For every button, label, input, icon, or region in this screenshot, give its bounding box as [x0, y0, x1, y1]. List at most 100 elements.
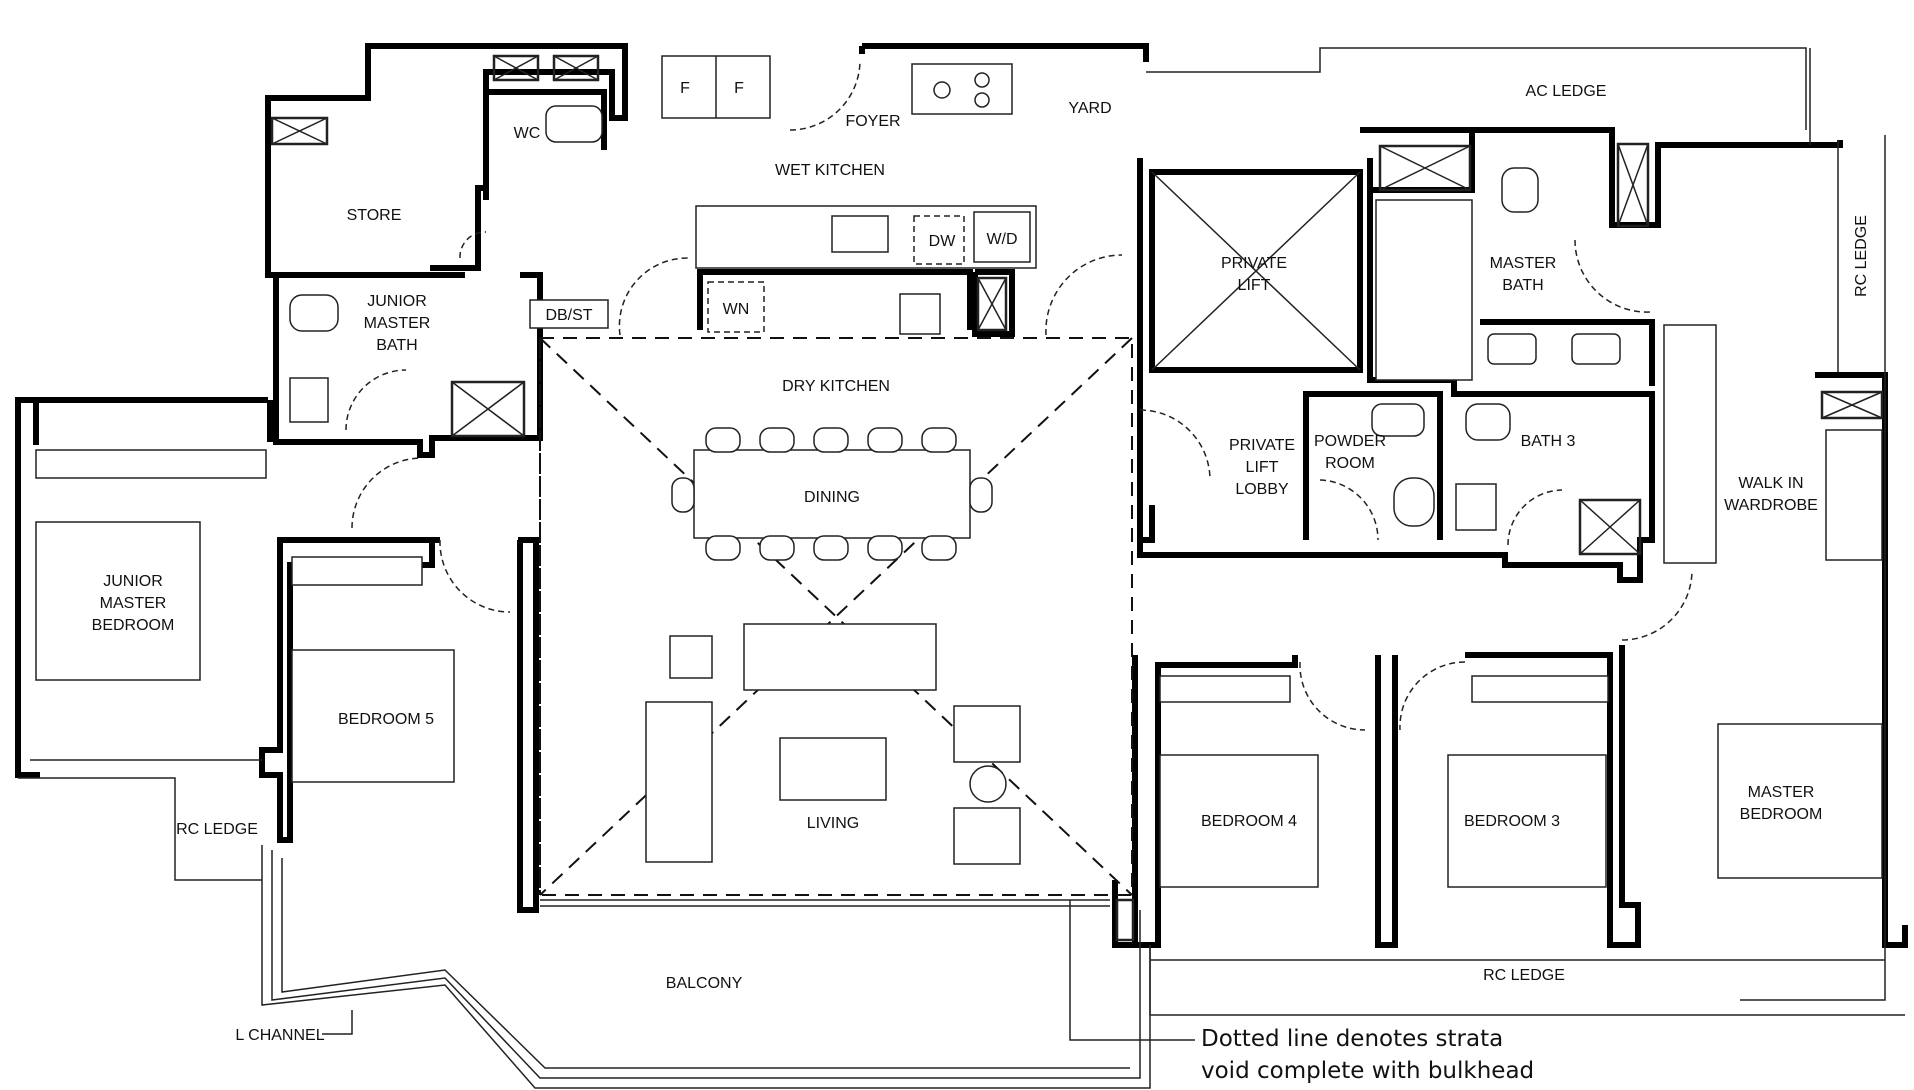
wall-store-block: [265, 43, 628, 271]
wall-wc: [483, 89, 607, 200]
dishwasher: [913, 215, 965, 265]
wall-foyer-top: [859, 43, 1149, 62]
strata-void: [539, 337, 1133, 896]
db-st-cabinet: [529, 299, 609, 329]
ac-ledge-outline: [1146, 47, 1811, 145]
dining-chairs: [671, 427, 993, 561]
wc-toilet: [545, 105, 603, 143]
dining-chair: [813, 535, 849, 561]
label-yard: YARD: [1068, 100, 1111, 117]
note-line-2: void complete with bulkhead: [1201, 1058, 1534, 1084]
ledges: [18, 47, 1905, 1089]
jm-bedroom-bed: [35, 521, 201, 681]
living-armchair: [953, 807, 1021, 865]
door-kitchen-left: [618, 257, 689, 336]
bath-3-shower-cross: [1579, 499, 1641, 555]
wall-bedroom-4-3: [1375, 655, 1398, 948]
jm-bedroom-wardrobe: [35, 449, 267, 479]
dining-chair: [759, 427, 795, 453]
label-rc-ledge-left: RC LEDGE: [176, 821, 258, 838]
top-shaft-b: [552, 54, 600, 82]
label-master-bath-1: MASTER: [1490, 255, 1557, 272]
wardrobe-right: [1825, 429, 1883, 561]
balcony-rail: [540, 899, 1110, 907]
label-ac-ledge: AC LEDGE: [1526, 83, 1607, 100]
master-bath-shower: [1378, 144, 1472, 192]
label-jm-bedroom-2: MASTER: [100, 595, 167, 612]
door-bedroom-5: [439, 539, 511, 613]
dining-chair: [921, 535, 957, 561]
door-kitchen-right: [1045, 254, 1123, 336]
label-bedroom-5: BEDROOM 5: [338, 711, 434, 728]
note-line-1: Dotted line denotes strata: [1201, 1026, 1503, 1052]
wall-master-bath-vanity: [1480, 319, 1655, 386]
label-bath-3: BATH 3: [1521, 433, 1576, 450]
dining-chair: [867, 535, 903, 561]
label-jmb-2: MASTER: [364, 315, 431, 332]
bedroom-4-wardrobe: [1159, 675, 1291, 703]
door-wardrobe: [1621, 569, 1693, 641]
dining-chair: [671, 477, 695, 513]
door-bedroom-4: [1299, 661, 1366, 731]
label-living: LIVING: [807, 815, 859, 832]
door-bath-3: [1507, 489, 1563, 546]
wall-jmb: [273, 272, 543, 458]
wall-jm-bedroom: [15, 397, 268, 778]
master-shaft-cross: [1617, 143, 1649, 227]
dining-chair: [705, 427, 741, 453]
label-wardrobe-1: WALK IN: [1738, 475, 1803, 492]
label-rc-ledge-bottom: RC LEDGE: [1483, 967, 1565, 984]
label-db-st: DB/ST: [545, 307, 592, 324]
stove-burner: [974, 92, 990, 108]
jmb-shower: [450, 380, 526, 438]
powder-toilet: [1371, 403, 1425, 437]
bedroom-5-wardrobe: [291, 556, 423, 586]
wall-kitchen-counter: [697, 269, 1015, 337]
bedroom-3-wardrobe: [1471, 675, 1609, 703]
wall-living-south: [1112, 880, 1135, 948]
wall-store-west: [265, 268, 465, 278]
jmb-basin: [289, 377, 329, 423]
dining-chair: [813, 427, 849, 453]
master-bath-tub: [1375, 199, 1473, 381]
door-store: [459, 231, 487, 259]
label-powder-1: POWDER: [1314, 433, 1386, 450]
wall-lift-inner: [1140, 391, 1443, 543]
living-shaft: [1115, 898, 1135, 942]
wall-bedroom-3-master: [1465, 645, 1641, 948]
label-master-bedroom-1: MASTER: [1748, 784, 1815, 801]
label-dining: DINING: [804, 489, 860, 506]
top-shaft-a-cross: [493, 55, 539, 81]
label-dry-kitchen: DRY KITCHEN: [782, 378, 890, 395]
label-fridge-a: F: [680, 80, 690, 97]
living-round-table: [969, 765, 1007, 803]
store-ac-unit: [270, 116, 329, 146]
label-jm-bedroom-1: JUNIOR: [103, 573, 163, 590]
door-foyer: [789, 59, 861, 131]
living-sofa-side: [645, 701, 713, 863]
door-powder: [1319, 479, 1379, 541]
jmb-toilet: [289, 294, 339, 332]
label-wet-kitchen: WET KITCHEN: [775, 162, 885, 179]
doors: [345, 59, 1693, 731]
jmb-shower-cross: [451, 381, 525, 437]
balcony-inner: [271, 850, 1141, 1079]
room-labels: STORE WC F F FOYER YARD AC LEDGE WET KIT…: [92, 80, 1870, 1044]
label-bedroom-4: BEDROOM 4: [1201, 813, 1297, 830]
wall-bedroom-5-east: [517, 537, 539, 913]
door-jmb: [345, 369, 407, 431]
label-l-channel: L CHANNEL: [235, 1027, 324, 1044]
dining-chair: [759, 535, 795, 561]
dining-chair: [969, 477, 993, 513]
bedroom-4-bed: [1159, 754, 1319, 888]
master-bedroom-bed: [1717, 723, 1883, 879]
label-wine: WN: [723, 301, 750, 318]
label-fridge-b: F: [734, 80, 744, 97]
rc-ledge-right-outline: [1740, 135, 1886, 1001]
label-store: STORE: [347, 207, 402, 224]
wall-jm-bedroom-inner: [33, 400, 273, 445]
wall-bedroom-4: [1132, 655, 1298, 948]
living-coffee-table: [779, 737, 887, 801]
door-bedroom-3: [1399, 661, 1466, 731]
